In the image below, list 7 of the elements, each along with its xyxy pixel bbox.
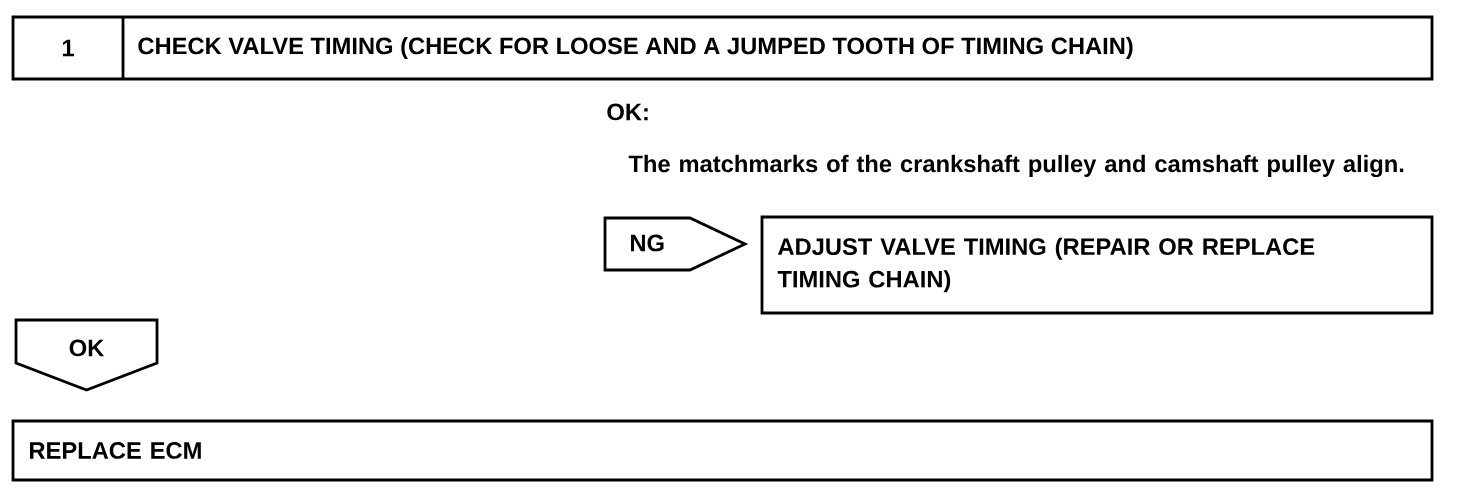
result-heading: OK: [607, 103, 648, 121]
result-chevron: NG [603, 216, 749, 272]
result-chevron: OK [14, 318, 159, 392]
action-box: ADJUST VALVE TIMING (REPAIR OR REPLACE TIMING CHAIN) [760, 215, 1434, 315]
step-header-box: 1 CHECK VALVE TIMING (CHECK FOR LOOSE AND A JUMPED TOOTH OF TIMING CHAIN) [11, 15, 1434, 81]
result-condition: The matchmarks of the crankshaft pulley and camshaft pulley align. [628, 154, 1404, 178]
action-box: REPLACE ECM [11, 419, 1434, 482]
